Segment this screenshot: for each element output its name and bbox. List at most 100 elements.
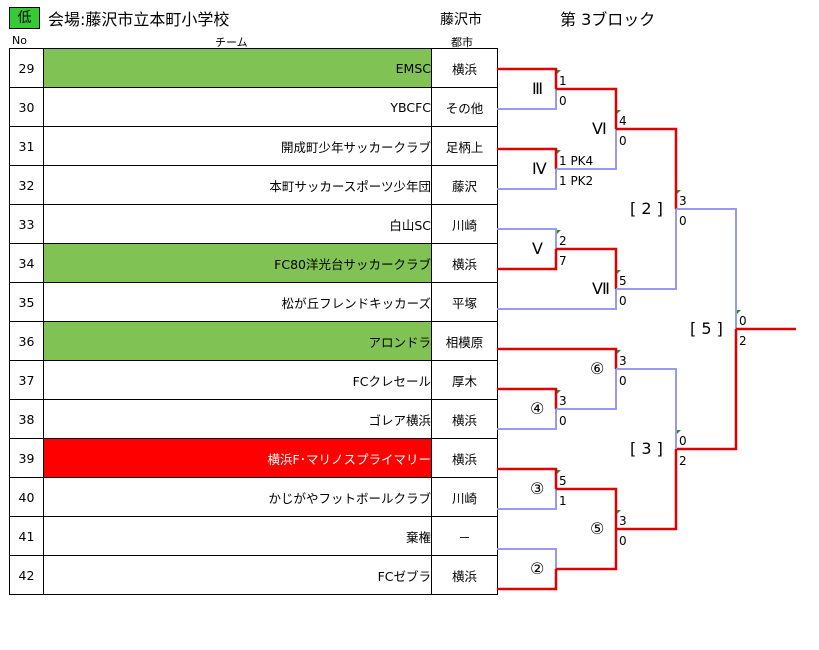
score-b3-top: 0 [679, 434, 687, 448]
bracket-line [497, 467, 558, 489]
bracket-line [497, 169, 557, 190]
match-label-c6: ⑥ [590, 359, 605, 378]
score-b5-top: 0 [739, 314, 747, 328]
winner-tick [617, 270, 621, 274]
winner-tick [737, 310, 741, 314]
bracket-line [556, 529, 618, 571]
bracket-line [497, 249, 558, 271]
col-city-header: 都市 [451, 36, 473, 49]
team-name: 本町サッカースポーツ少年団 [43, 165, 432, 205]
match-label-6: Ⅵ [592, 119, 607, 138]
bracket-line [497, 89, 557, 110]
match-label-3: Ⅲ [532, 79, 544, 98]
bracket-line [616, 209, 677, 290]
team-number: 33 [9, 204, 44, 244]
team-city: 横浜 [431, 399, 498, 439]
bracket-line [497, 548, 557, 569]
match-label-c3: ③ [530, 479, 545, 498]
bracket-line [556, 87, 618, 129]
team-name: 松が丘フレンドキッカーズ [43, 282, 432, 322]
score-7-bottom: 0 [619, 294, 627, 308]
team-city: － [431, 516, 498, 556]
bracket-line [497, 387, 558, 409]
winner-tick [617, 110, 621, 114]
team-city: 藤沢 [431, 165, 498, 205]
winner-tick [557, 70, 561, 74]
score-c5-bottom: 0 [619, 534, 627, 548]
match-label-b5: [ 5 ] [690, 319, 723, 338]
col-no-header: No [12, 34, 27, 47]
block-title: 第 3ブロック [560, 10, 656, 29]
winner-tick [557, 230, 561, 234]
score-5-bottom: 7 [559, 254, 567, 268]
team-city: その他 [431, 87, 498, 127]
team-city: 川崎 [431, 477, 498, 517]
match-label-7: Ⅶ [592, 279, 610, 298]
score-4-top: 1 PK4 [559, 154, 594, 168]
match-label-4: Ⅳ [532, 159, 547, 178]
winner-tick [677, 190, 681, 194]
team-name: FC80洋光台サッカークラブ [43, 243, 432, 283]
team-number: 30 [9, 87, 44, 127]
bracket-line [556, 129, 617, 170]
team-city: 足柄上 [431, 126, 498, 166]
score-c3-bottom: 1 [559, 494, 567, 508]
winner-tick [557, 390, 561, 394]
bracket-line [556, 487, 618, 529]
team-name: かじがやフットボールクラブ [43, 477, 432, 517]
team-number: 31 [9, 126, 44, 166]
bracket-line [556, 247, 618, 289]
bracket-line [676, 329, 738, 451]
team-number: 29 [9, 48, 44, 88]
team-name: FCゼブラ [43, 555, 432, 595]
level-badge: 低 [9, 7, 40, 29]
team-name: 白山SC [43, 204, 432, 244]
score-c3-top: 5 [559, 474, 567, 488]
match-label-c5: ⑤ [590, 519, 605, 538]
team-city: 相模原 [431, 321, 498, 361]
team-city: 平塚 [431, 282, 498, 322]
col-team-header: チーム [215, 36, 248, 49]
bracket-line [497, 289, 617, 310]
team-city: 厚木 [431, 360, 498, 400]
score-4-bottom: 1 PK2 [559, 174, 594, 188]
team-city: 横浜 [431, 438, 498, 478]
bracket-line [497, 489, 557, 510]
bracket-line [497, 347, 618, 369]
score-3-top: 1 [559, 74, 567, 88]
score-5-top: 2 [559, 234, 567, 248]
score-c4-top: 3 [559, 394, 567, 408]
score-6-bottom: 0 [619, 134, 627, 148]
score-c6-top: 3 [619, 354, 627, 368]
score-b2-bottom: 0 [679, 214, 687, 228]
match-label-5: Ⅴ [532, 239, 543, 258]
score-b5-bottom: 2 [739, 334, 747, 348]
bracket-line [497, 67, 558, 89]
bracket-line [497, 147, 558, 169]
winner-tick [557, 150, 561, 154]
winner-tick [617, 510, 621, 514]
score-c4-bottom: 0 [559, 414, 567, 428]
match-label-b2: [ 2 ] [630, 199, 663, 218]
winner-tick [557, 470, 561, 474]
bracket-line [556, 369, 617, 410]
winner-tick [617, 350, 621, 354]
score-b2-top: 3 [679, 194, 687, 208]
bracket-line [616, 127, 678, 209]
bracket-line [616, 368, 677, 449]
team-city: 川崎 [431, 204, 498, 244]
match-label-b3: [ 3 ] [630, 439, 663, 458]
bracket-line [497, 409, 557, 430]
team-name: FCクレセール [43, 360, 432, 400]
